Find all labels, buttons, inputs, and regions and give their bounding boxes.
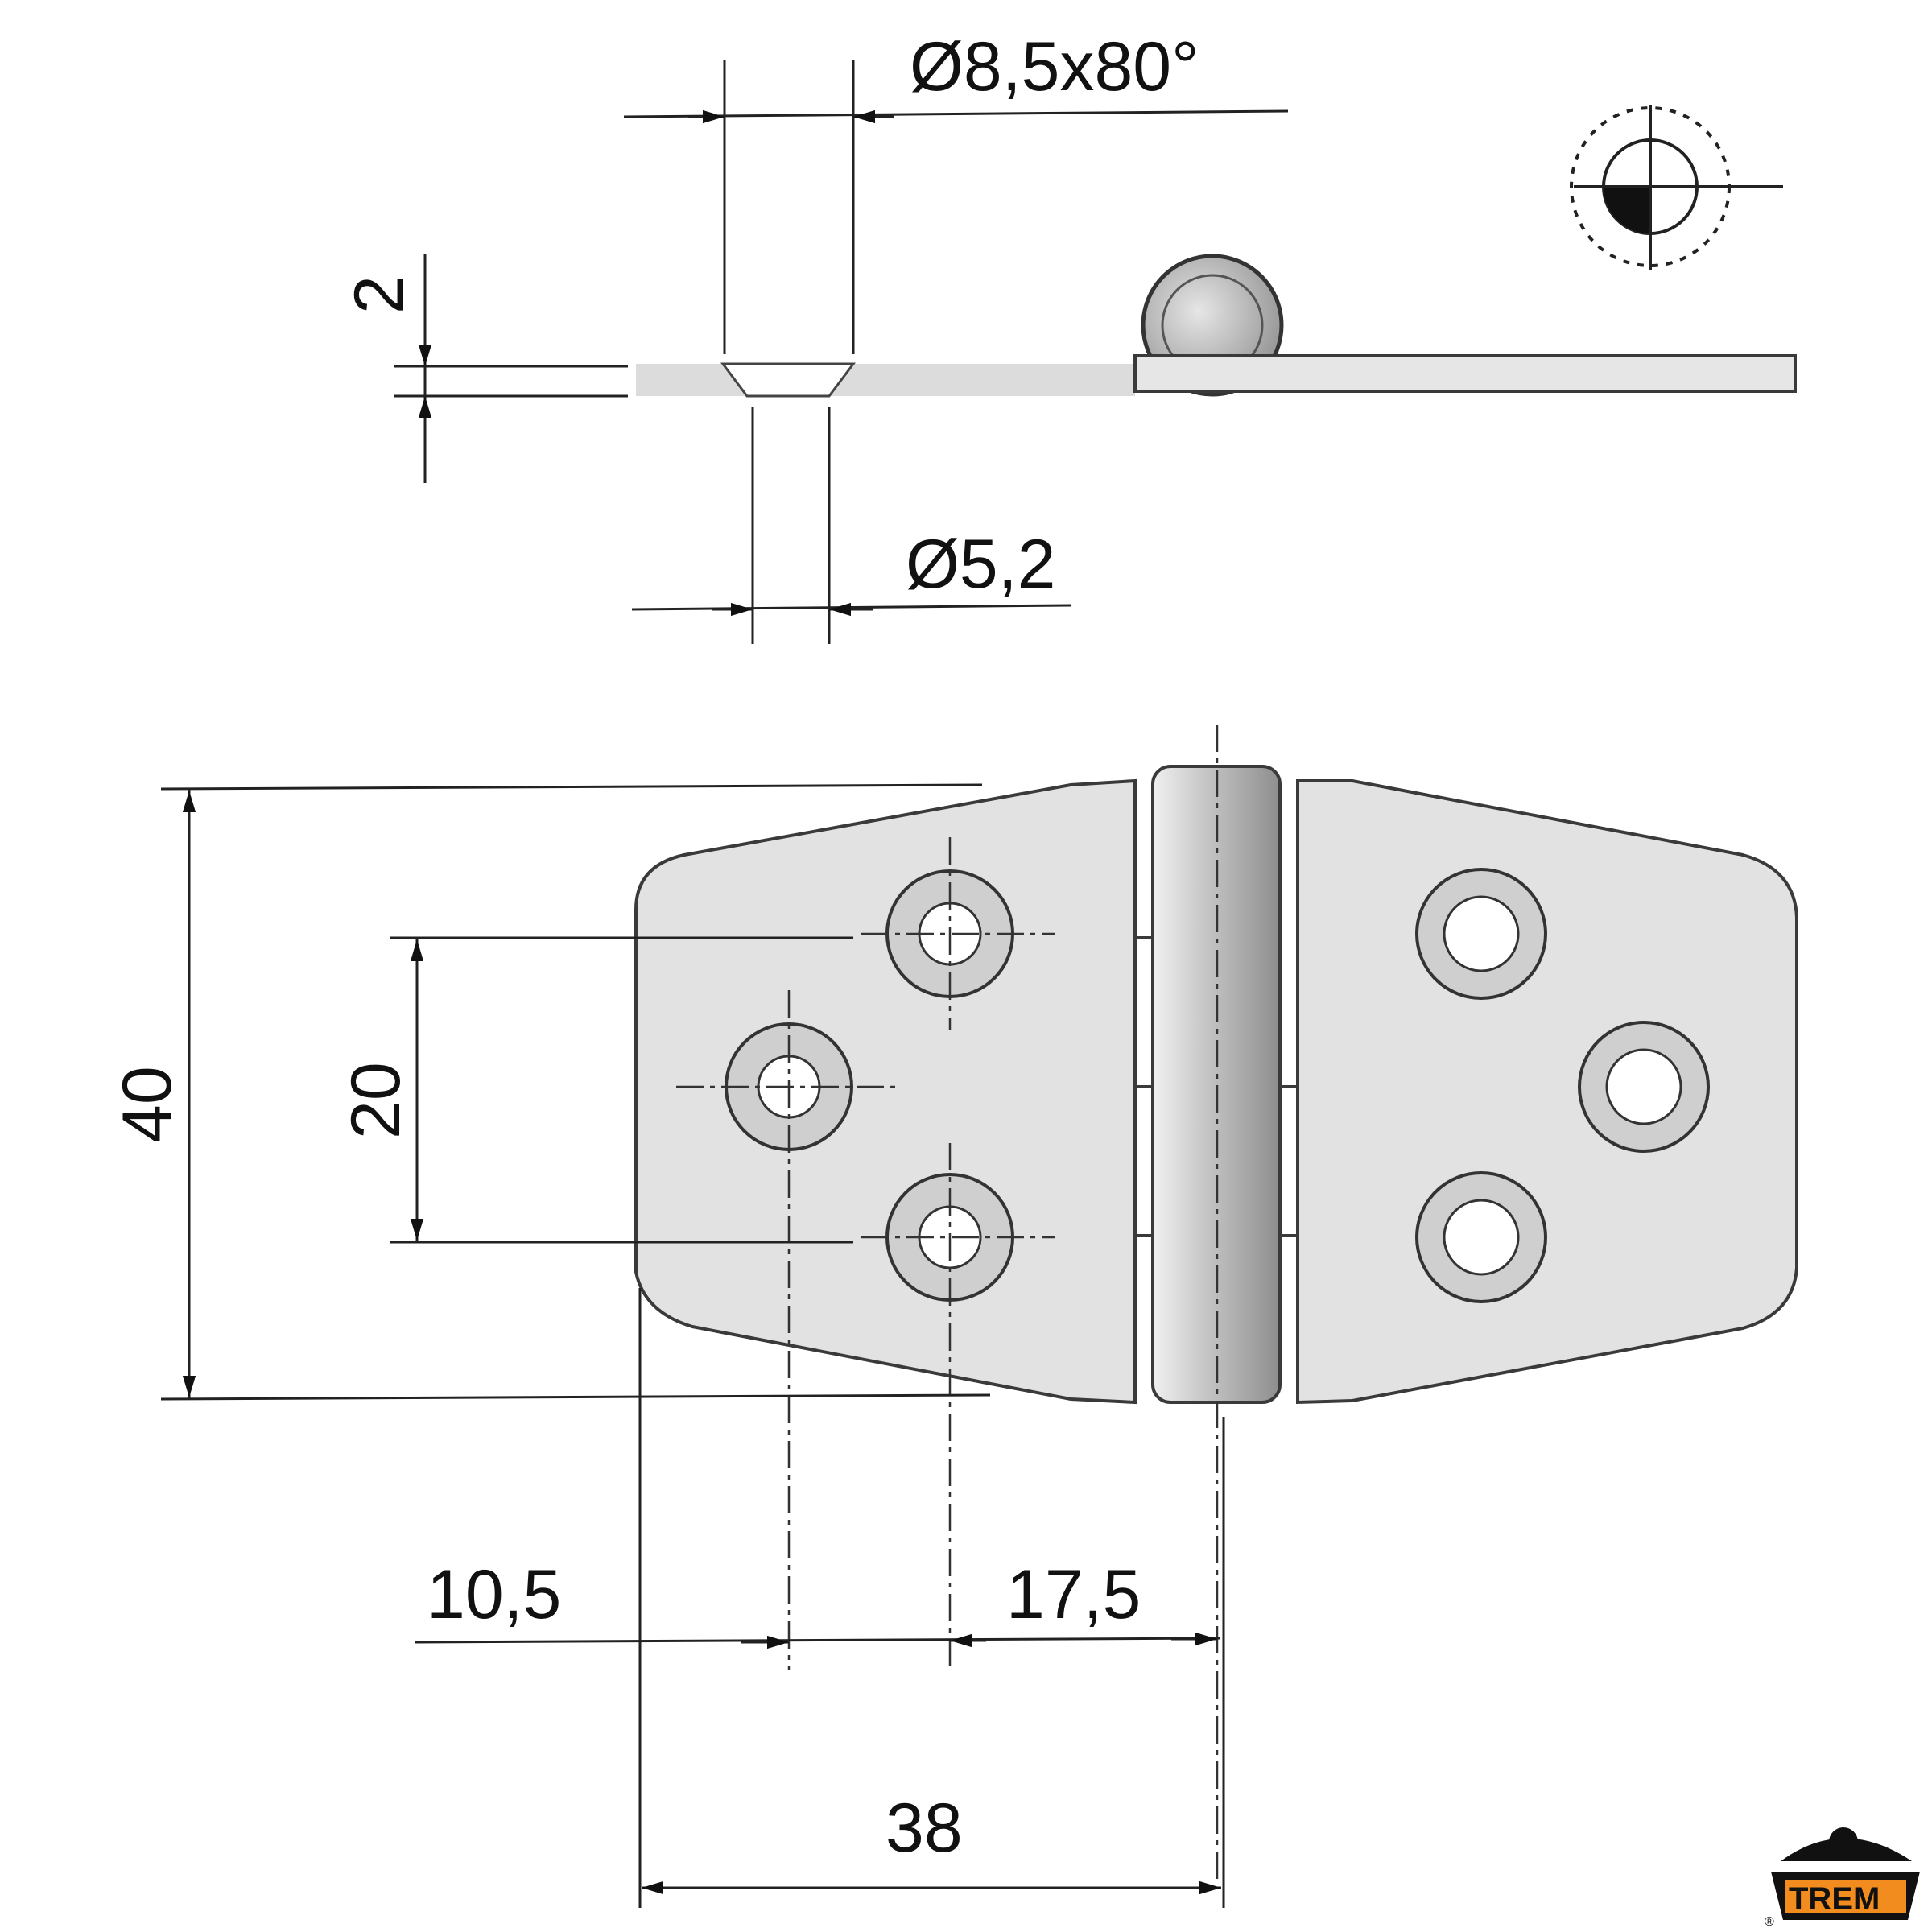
trem-logo: TREM ® xyxy=(1765,1827,1920,1929)
registered-mark: ® xyxy=(1765,1915,1774,1929)
countersink-label: Ø8,5x80° xyxy=(910,28,1199,105)
side-right-leaf xyxy=(1133,354,1797,393)
hole-diameter-label: Ø5,2 xyxy=(906,526,1055,603)
front-view: 40 20 10,5 17,5 38 xyxy=(109,724,1798,1908)
leaf-width-label: 38 xyxy=(886,1790,963,1867)
right-holes xyxy=(1415,868,1710,1303)
left-holes xyxy=(676,837,1055,1670)
side-view: Ø8,5x80° Ø5,2 2 xyxy=(341,28,1797,644)
height-label: 40 xyxy=(109,1066,186,1143)
first-angle-projection-icon xyxy=(1570,105,1783,270)
side-left-leaf xyxy=(636,364,1135,396)
right-leaf xyxy=(1296,779,1798,1405)
logo-text: TREM xyxy=(1789,1881,1880,1917)
countersink-profile xyxy=(720,362,856,398)
left-leaf xyxy=(634,778,1137,1405)
hole-to-axis-label: 17,5 xyxy=(1006,1556,1141,1633)
edge-to-hole-label: 10,5 xyxy=(427,1556,561,1633)
thickness-label: 2 xyxy=(341,275,418,314)
hole-spacing-label: 20 xyxy=(337,1062,415,1139)
